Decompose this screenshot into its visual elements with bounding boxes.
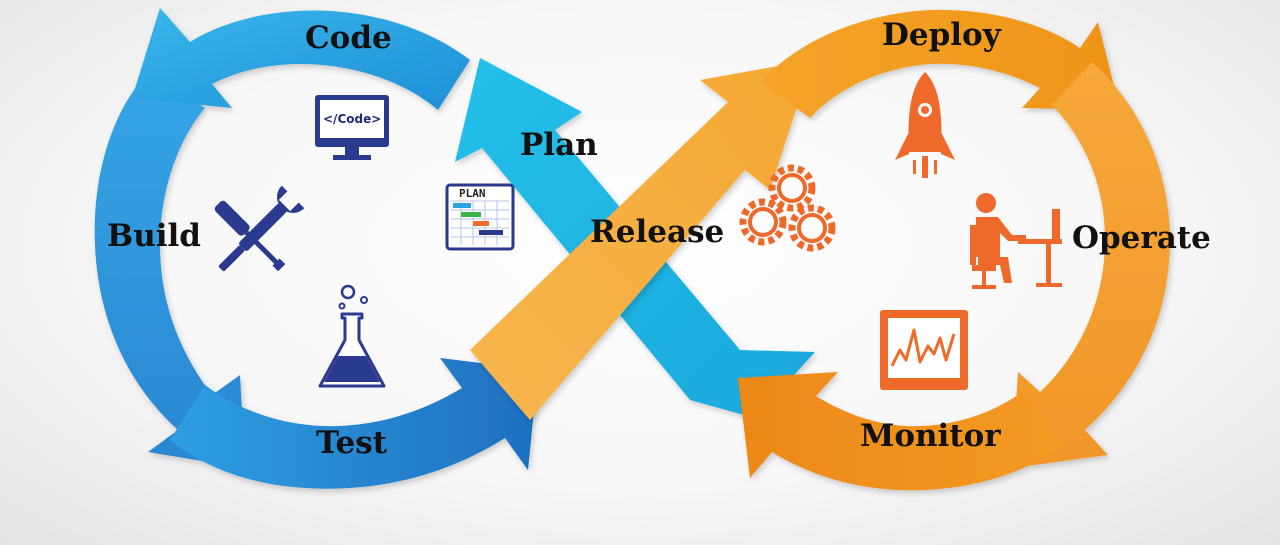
operator-desk-icon: [970, 193, 1062, 289]
label-test: Test: [316, 425, 388, 461]
code-segment: [132, 8, 470, 110]
rocket-icon: [895, 72, 955, 178]
stage-labels: Code Plan Build Test Release Deploy Oper…: [107, 17, 1211, 461]
release-segment: [470, 60, 812, 420]
test-segment: [170, 358, 538, 489]
code-monitor-icon: </Code>: [315, 95, 389, 160]
build-segment: [94, 70, 245, 468]
gears-icon: [739, 164, 836, 252]
label-code: Code: [305, 20, 392, 56]
label-build: Build: [107, 218, 201, 254]
deploy-segment: [760, 9, 1120, 119]
operate-segment: [1012, 62, 1170, 468]
label-monitor: Monitor: [860, 418, 1001, 454]
orange-loop: [470, 9, 1170, 491]
label-deploy: Deploy: [882, 17, 1002, 53]
monitor-segment: [738, 372, 1060, 491]
code-screen-text: </Code>: [323, 112, 381, 126]
label-release: Release: [590, 214, 724, 250]
label-plan: Plan: [520, 127, 598, 163]
plan-board-icon: PLAN: [445, 183, 515, 251]
plan-board-text: PLAN: [459, 187, 486, 200]
monitoring-screen-icon: [880, 310, 968, 390]
label-operate: Operate: [1072, 220, 1211, 256]
test-flask-icon: [318, 284, 386, 388]
wrench-screwdriver-icon: [214, 185, 305, 272]
